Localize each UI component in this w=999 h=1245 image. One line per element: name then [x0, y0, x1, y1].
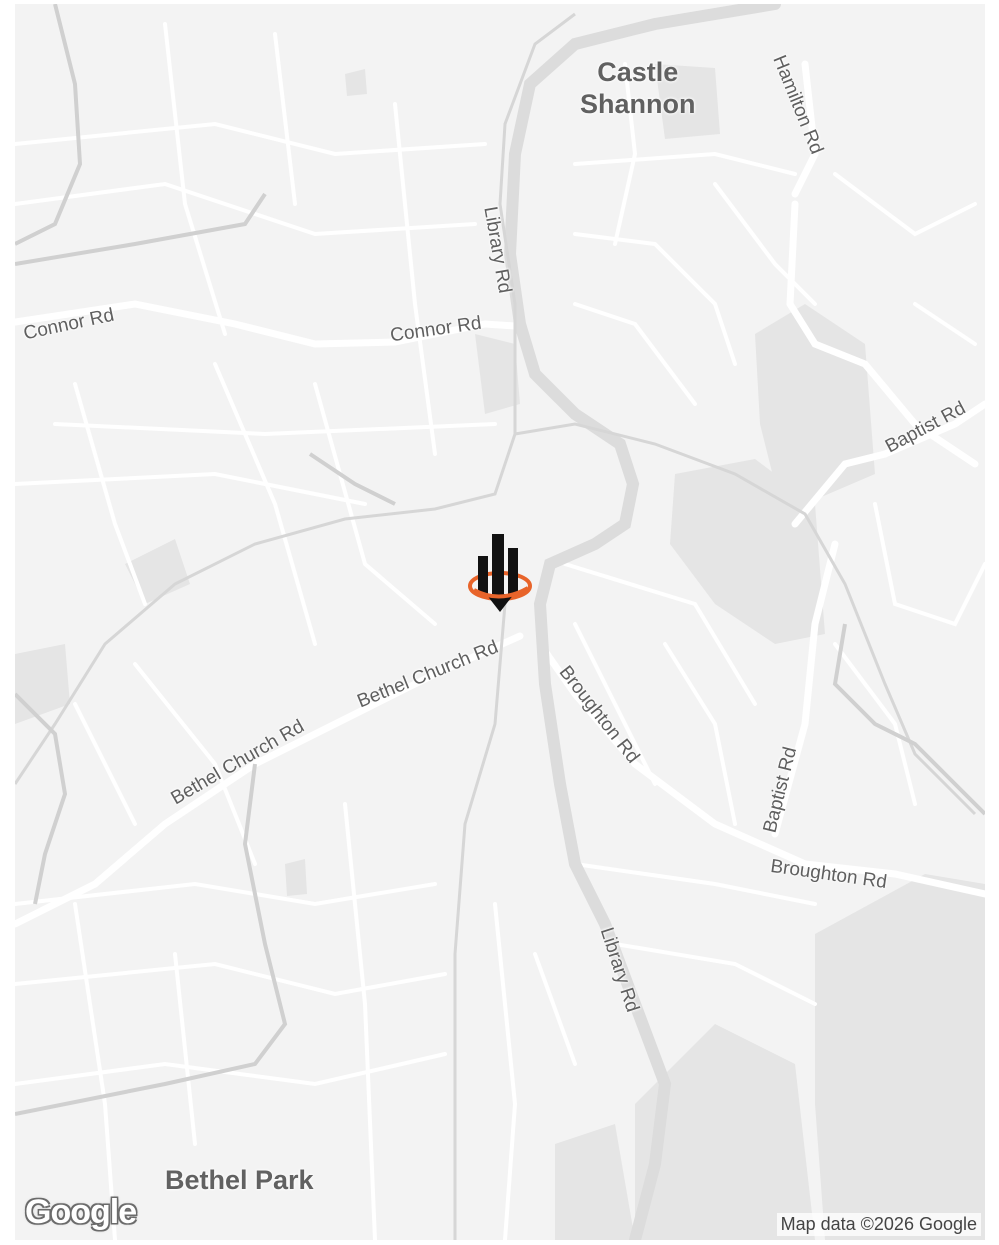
google-logo[interactable]: Google: [25, 1193, 137, 1231]
map-attribution[interactable]: Map data ©2026 Google: [776, 1213, 981, 1236]
building-pin-icon[interactable]: [466, 530, 534, 616]
library-road: [503, 4, 781, 1240]
place-label-castle-shannon: Castle Shannon: [580, 57, 696, 119]
rail-line: [15, 12, 977, 1240]
map-base-layer: [15, 4, 985, 1240]
place-label-bethel-park: Bethel Park: [165, 1165, 314, 1195]
minor-roads: [15, 22, 985, 1240]
map-areas: [15, 64, 985, 1240]
map-canvas[interactable]: Castle Shannon Bethel Park Library Rd Co…: [15, 4, 985, 1240]
major-roads: [15, 60, 985, 928]
streams: [15, 4, 985, 1116]
